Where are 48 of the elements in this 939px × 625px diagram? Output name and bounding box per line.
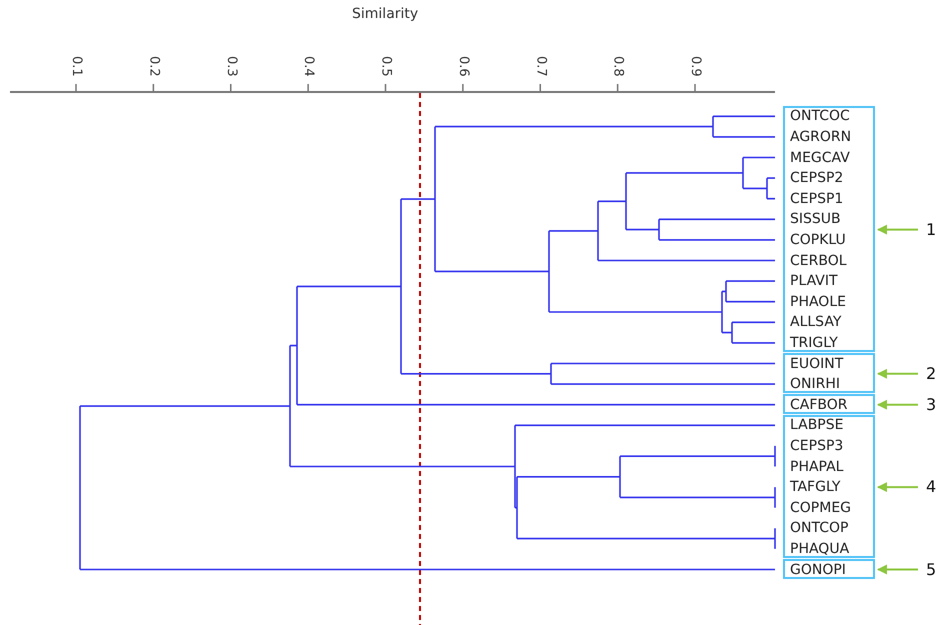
leaf-label: MEGCAV (790, 148, 850, 168)
cluster-number: 2 (926, 364, 936, 384)
leaf-label: CERBOL (790, 250, 847, 270)
tick-label: 0.2 (146, 56, 160, 77)
cluster-number: 4 (926, 477, 936, 498)
leaf-label: TRIGLY (790, 332, 838, 353)
leaf-label: CAFBOR (790, 394, 848, 415)
cluster-box (783, 415, 875, 558)
leaf-label: TAFGLY (790, 477, 840, 498)
tick-label: 0.6 (456, 56, 470, 77)
arrow (877, 482, 918, 492)
arrow (877, 400, 918, 410)
leaf-label: LABPSE (790, 415, 844, 436)
tick-label: 0.3 (224, 56, 238, 77)
cluster-number: 3 (926, 394, 936, 415)
leaf-label: PHAQUA (790, 538, 850, 559)
tick-label: 0.5 (378, 56, 392, 77)
leaf-label: EUOINT (790, 354, 844, 374)
cluster-box (783, 106, 875, 352)
leaf-label: ONTCOC (790, 106, 850, 126)
leaf-label: ALLSAY (790, 312, 842, 332)
leaf-label: CEPSP1 (790, 188, 844, 209)
leaf-label: CEPSP3 (790, 436, 844, 456)
leaf-label: PHAPAL (790, 456, 844, 476)
leaf-label: PLAVIT (790, 271, 838, 292)
leaf-label: GONOPI (790, 560, 846, 580)
axis-title: Similarity (352, 6, 418, 22)
cluster-box (783, 394, 875, 414)
tick-label: 0.9 (688, 56, 702, 77)
leaf-label: SISSUB (790, 209, 841, 230)
leaf-label: AGRORN (790, 126, 852, 147)
cluster-box (783, 353, 875, 394)
leaf-label: PHAOLE (790, 292, 846, 312)
leaf-label: ONIRHI (790, 374, 840, 394)
leaf-label: COPMEG (790, 498, 852, 518)
cluster-number: 5 (926, 560, 936, 580)
arrow (877, 224, 918, 235)
cluster-number: 1 (926, 220, 936, 240)
tick-label: 0.4 (301, 56, 316, 77)
tick-label: 0.8 (610, 56, 625, 77)
arrow (877, 368, 918, 379)
tick-label: 0.1 (69, 56, 83, 77)
arrow (877, 564, 918, 574)
leaf-label: COPKLU (790, 230, 846, 250)
leaf-label: ONTCOP (790, 518, 848, 538)
cluster-box (783, 559, 875, 579)
tick-label: 0.7 (533, 56, 548, 77)
leaf-label: CEPSP2 (790, 168, 844, 188)
